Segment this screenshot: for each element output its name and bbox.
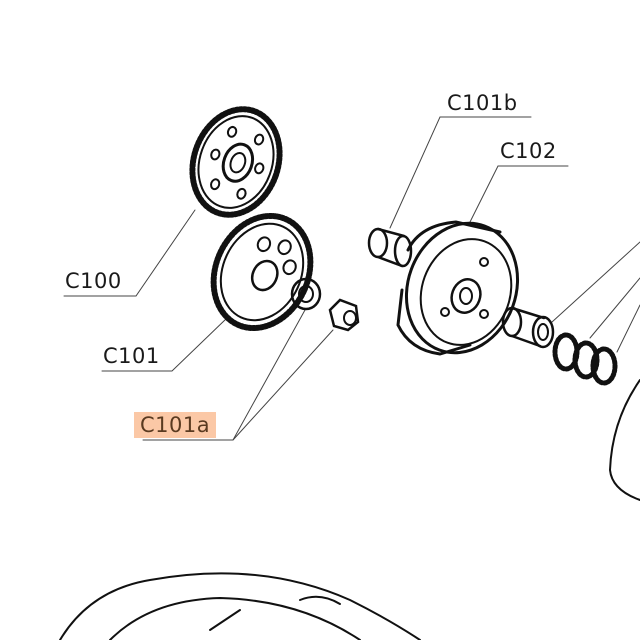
leader-lines — [63, 116, 640, 441]
label-c101a-highlighted[interactable]: C101a — [134, 412, 217, 438]
gear-c101 — [210, 212, 314, 332]
label-c100[interactable]: C100 — [65, 269, 122, 293]
nut — [328, 298, 360, 332]
label-c102[interactable]: C102 — [500, 139, 557, 163]
label-c101b[interactable]: C101b — [447, 91, 518, 115]
clutch-c102 — [396, 220, 520, 356]
housing-outline — [59, 379, 640, 640]
bushing-right — [501, 306, 555, 349]
gear-c100 — [189, 106, 283, 218]
washer — [290, 277, 322, 311]
label-c101[interactable]: C101 — [103, 344, 160, 368]
bushing-c101b — [367, 227, 413, 268]
needle-bearings — [552, 332, 618, 386]
